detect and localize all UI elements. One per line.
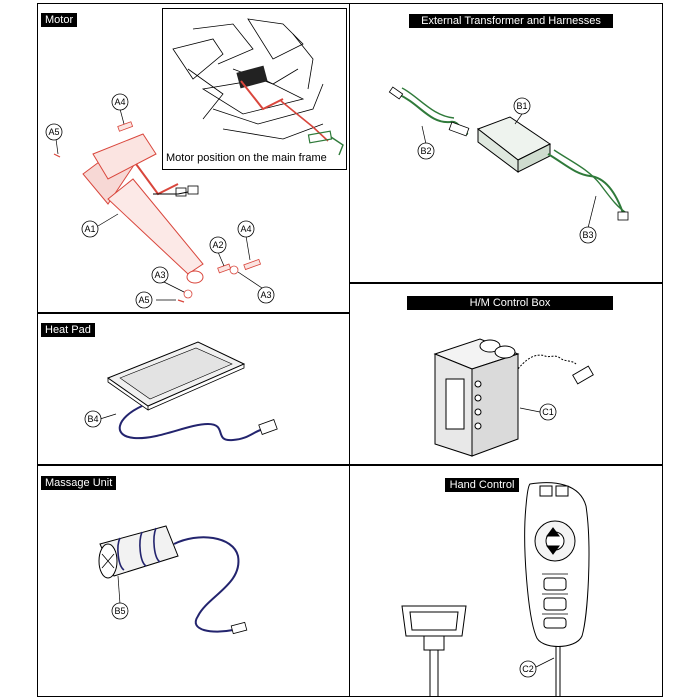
- callout-b2: B2: [417, 142, 435, 160]
- control-box-shape: [433, 338, 520, 457]
- callout-a4-bottom: A4: [237, 220, 255, 238]
- transformer-drawing: B1 B2 B3: [388, 86, 629, 244]
- massage-drawing: B5: [98, 525, 248, 635]
- callout-a1: A1: [81, 220, 99, 238]
- control-box-drawing: C1: [433, 338, 594, 457]
- panel-control-box: H/M Control Box C1: [349, 283, 663, 465]
- panel-massage: Massage Unit B5: [37, 465, 350, 697]
- panel-transformer: External Transformer and Harnesses B1 B2…: [349, 3, 663, 283]
- callout-a4-top: A4: [111, 93, 129, 111]
- panel-hand-control: Hand Control C2: [349, 465, 663, 697]
- svg-text:B1: B1: [516, 101, 527, 111]
- panel-title-motor: Motor: [41, 13, 78, 27]
- callout-c1: C1: [539, 403, 557, 421]
- callout-b5: B5: [111, 602, 129, 620]
- panel-title-transformer: External Transformer and Harnesses: [409, 14, 613, 28]
- svg-text:A3: A3: [260, 290, 271, 300]
- heat-pad-shape: [106, 341, 246, 411]
- heat-pad-drawing: B4: [84, 341, 278, 442]
- motor-inset-caption: Motor position on the main frame: [166, 152, 327, 164]
- hand-remote-shape: [524, 482, 590, 647]
- main-frame-drawing: [172, 18, 344, 156]
- callout-a5-bottom: A5: [135, 291, 153, 309]
- panel-title-massage: Massage Unit: [41, 476, 117, 490]
- d-sub-connector-shape: [401, 605, 467, 696]
- svg-text:B5: B5: [114, 606, 125, 616]
- panel-heat-pad: Heat Pad B4: [37, 313, 350, 465]
- svg-text:B4: B4: [87, 414, 98, 424]
- callout-b1: B1: [513, 97, 531, 115]
- hand-control-drawing: C2: [401, 482, 590, 696]
- callout-a5-top: A5: [45, 123, 63, 141]
- svg-text:A1: A1: [84, 224, 95, 234]
- svg-text:A5: A5: [48, 127, 59, 137]
- svg-text:A3: A3: [154, 270, 165, 280]
- panel-title-hand-control: Hand Control: [445, 478, 519, 492]
- panel-title-control-box: H/M Control Box: [407, 296, 613, 310]
- svg-text:A4: A4: [114, 97, 125, 107]
- massage-unit-shape: [98, 525, 179, 579]
- motor-inset-frame: [162, 8, 347, 170]
- transformer-box: [476, 116, 551, 173]
- callout-b3: B3: [579, 226, 597, 244]
- actuator-shape: [82, 133, 204, 284]
- callout-c2: C2: [519, 660, 537, 678]
- motor-drawing: A4 A5 A1 A2 A4 A3 A3 A5: [45, 93, 275, 309]
- svg-text:C2: C2: [522, 664, 534, 674]
- svg-text:B2: B2: [420, 146, 431, 156]
- svg-text:C1: C1: [542, 407, 554, 417]
- callout-a3-left: A3: [151, 266, 169, 284]
- callout-b4: B4: [84, 410, 102, 428]
- callout-a2: A2: [209, 236, 227, 254]
- svg-text:A2: A2: [212, 240, 223, 250]
- svg-text:A4: A4: [240, 224, 251, 234]
- svg-text:B3: B3: [582, 230, 593, 240]
- callout-a3-right: A3: [257, 286, 275, 304]
- svg-text:A5: A5: [138, 295, 149, 305]
- panel-title-heat-pad: Heat Pad: [41, 323, 95, 337]
- panel-motor: Motor Motor position on the main frame: [37, 3, 350, 313]
